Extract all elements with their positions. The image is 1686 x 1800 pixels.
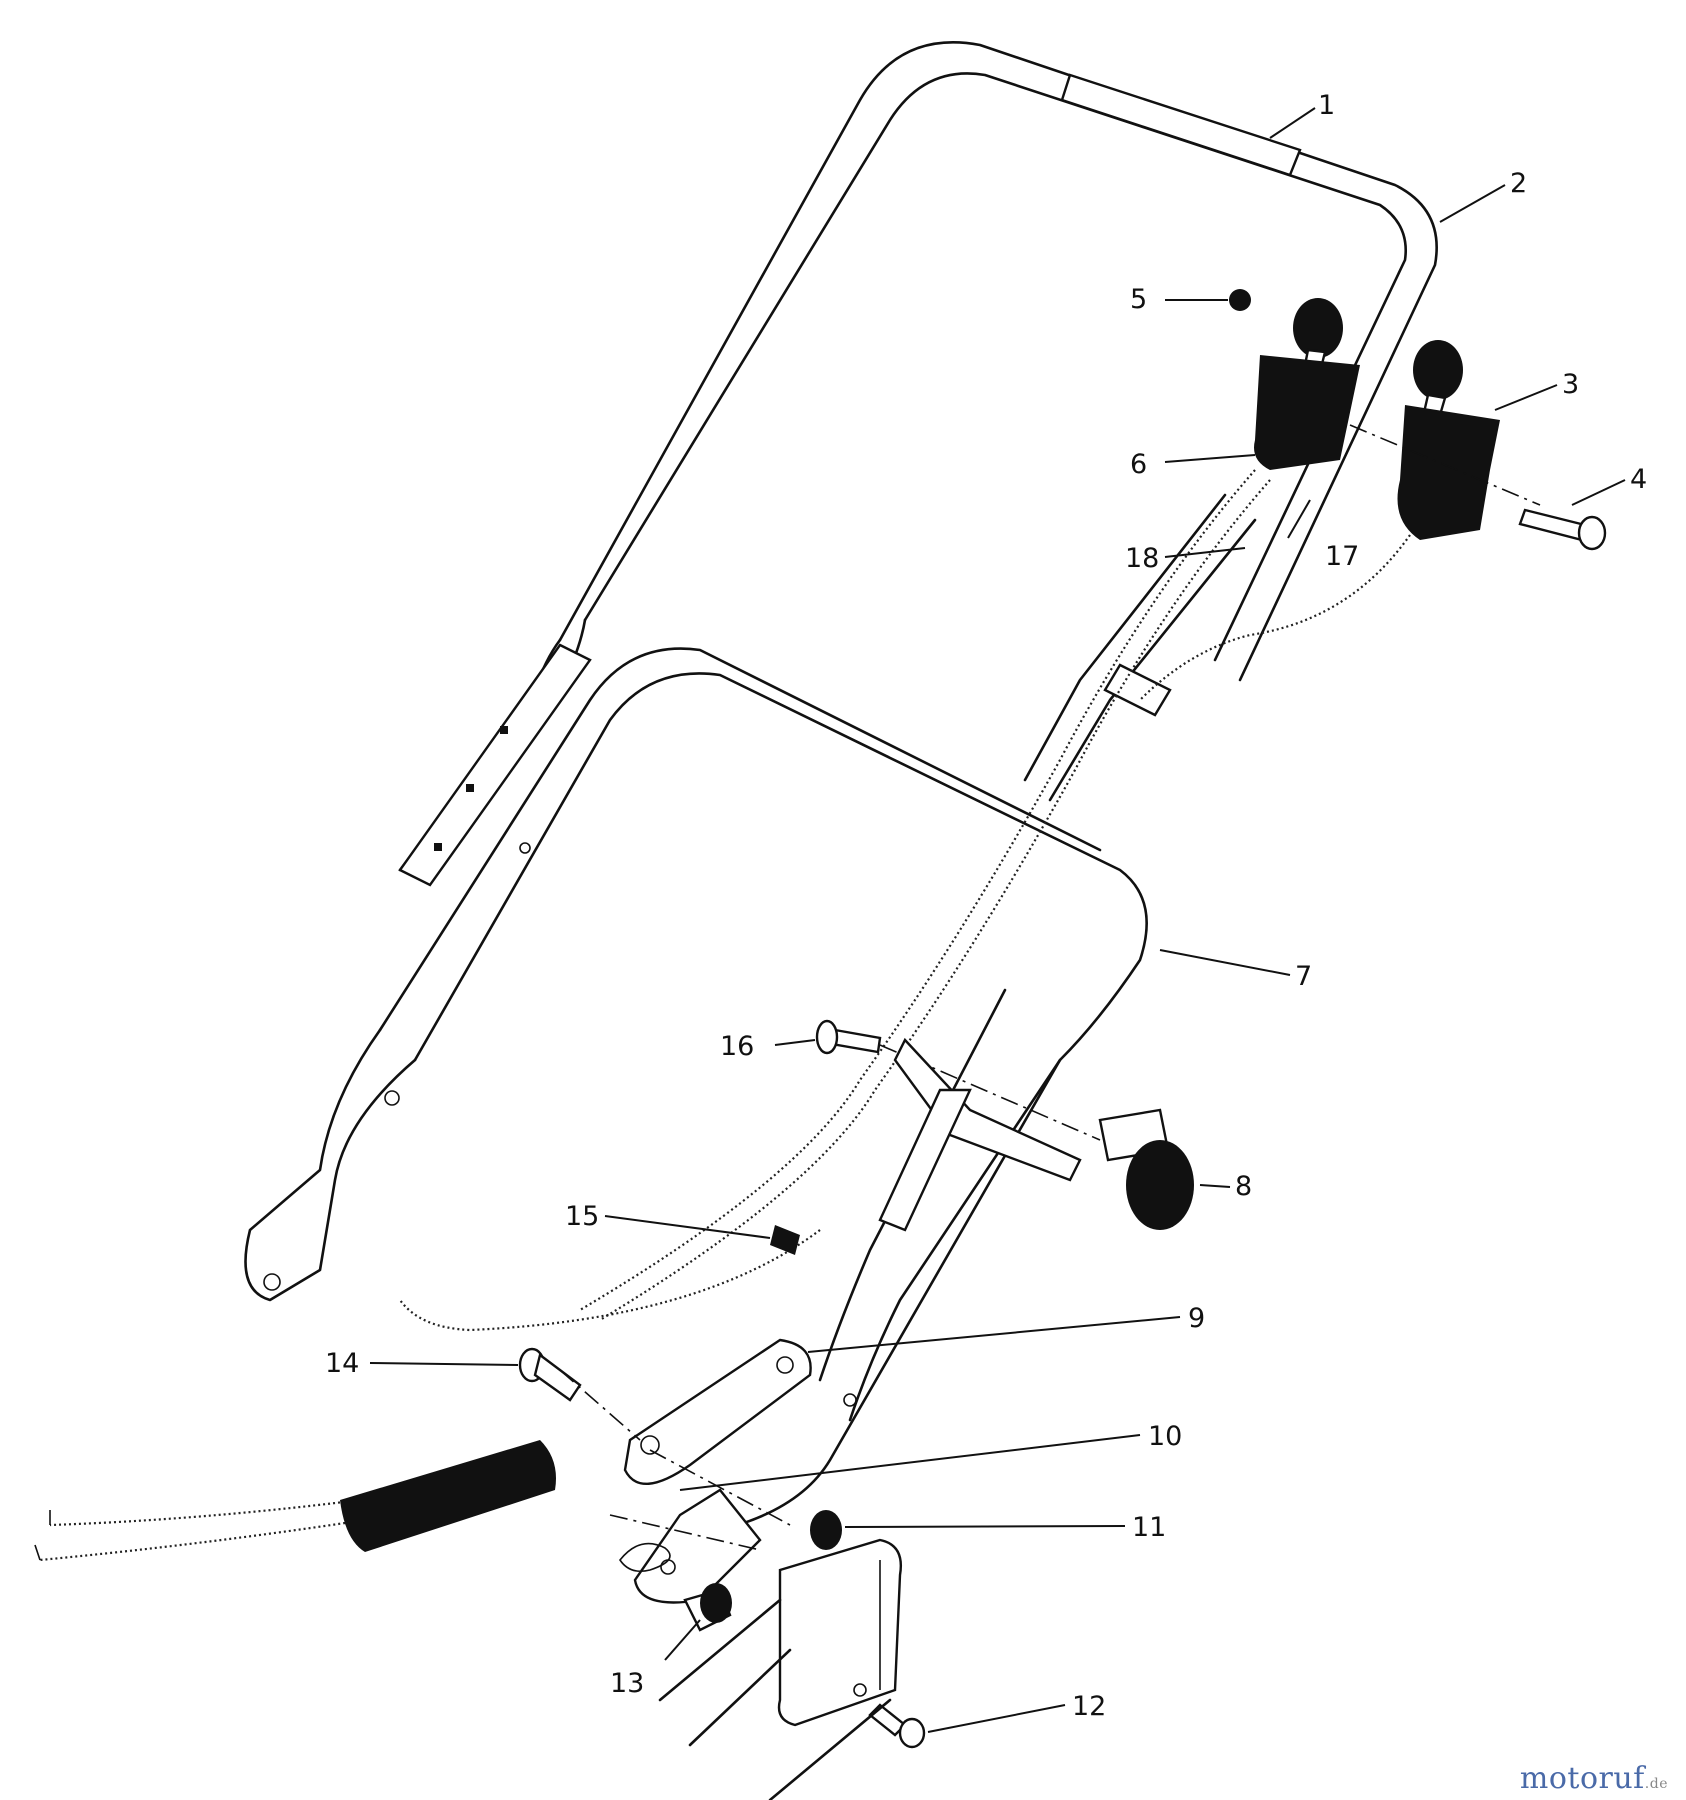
stud	[384, 1090, 400, 1106]
watermark-tld: .de	[1644, 1776, 1668, 1792]
callout-labels: 1 2 3 4 5 6 7 8 9 10 11 12 13 14 15 16 1…	[325, 90, 1647, 1722]
bolt-12	[868, 1703, 926, 1749]
control-cables	[34, 469, 1411, 1562]
bracket-hole	[434, 843, 442, 851]
callout-6: 6	[1130, 449, 1147, 480]
callout-18: 18	[1125, 543, 1159, 574]
leader-lines	[369, 107, 1626, 1733]
callout-11: 11	[1132, 1512, 1166, 1543]
callout-4: 4	[1630, 464, 1647, 495]
callout-7: 7	[1295, 961, 1312, 992]
callout-13: 13	[610, 1668, 644, 1699]
cable-clip	[770, 1225, 800, 1255]
stud	[519, 842, 531, 854]
callout-2: 2	[1510, 168, 1527, 199]
upper-handle	[398, 41, 1438, 887]
bracket-hole	[466, 784, 474, 792]
nut	[1229, 289, 1251, 311]
nut-13	[683, 1583, 732, 1632]
callout-3: 3	[1562, 369, 1579, 400]
pivot-plate	[623, 1338, 812, 1485]
callout-14: 14	[325, 1348, 359, 1379]
callout-12: 12	[1072, 1691, 1106, 1722]
watermark-logo: motoruf.de	[1520, 1761, 1668, 1796]
callout-5: 5	[1130, 284, 1147, 315]
foot-hole-left	[263, 1273, 281, 1291]
cable-sleeve	[340, 1440, 556, 1552]
callout-8: 8	[1235, 1171, 1252, 1202]
right-control-lever	[1397, 340, 1500, 540]
handle-knob	[1098, 1108, 1194, 1230]
bracket-hole	[500, 726, 508, 734]
callout-9: 9	[1188, 1303, 1205, 1334]
center-tube	[1023, 493, 1257, 802]
stud	[843, 1393, 857, 1407]
shoulder-bolt-14	[518, 1347, 582, 1402]
carriage-bolt-16	[815, 1019, 882, 1055]
washer	[810, 1510, 842, 1550]
upper-left-bracket	[398, 643, 592, 887]
callout-16: 16	[720, 1031, 754, 1062]
callout-10: 10	[1148, 1421, 1182, 1452]
slot-bracket	[893, 1037, 1082, 1182]
hairpin-cotter	[619, 1542, 671, 1573]
left-control-lever	[1254, 298, 1360, 470]
callout-17: 17	[1325, 541, 1359, 572]
bolt-4	[1518, 508, 1607, 551]
tube-clamp	[1103, 663, 1172, 717]
lower-handle-bracket	[878, 1088, 972, 1232]
callout-1: 1	[1318, 90, 1335, 121]
lower-handle	[244, 647, 1148, 1604]
callout-15: 15	[565, 1201, 599, 1232]
watermark-main: motoruf	[1519, 1761, 1645, 1796]
deck-mount	[658, 1538, 902, 1800]
handle-grip-pad	[1060, 73, 1302, 177]
